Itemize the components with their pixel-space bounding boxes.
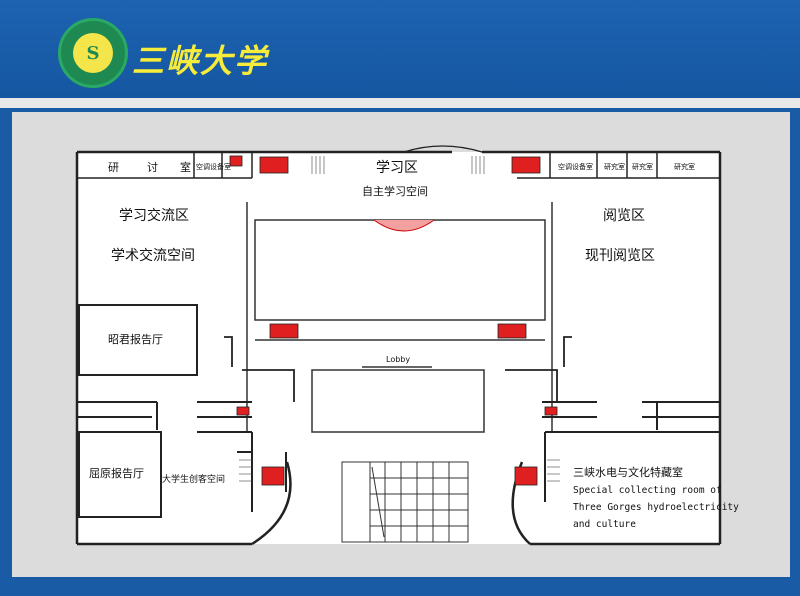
collection-room-en-3: and culture [573, 519, 636, 530]
header-bar: S 三峡大学 [0, 0, 800, 98]
research-room-label-2: 研究室 [632, 162, 653, 171]
reading-zone-title: 阅览区 [603, 208, 645, 224]
lobby-label: Lobby [386, 355, 410, 364]
collection-room-en-1: Special collecting room of [573, 485, 722, 496]
entrance-arc [403, 145, 483, 153]
header-divider [0, 98, 800, 108]
podium-seating [373, 219, 435, 232]
right-rooms [542, 401, 720, 502]
quyuan-hall-label: 屈原报告厅 [89, 466, 144, 480]
seminar-room-label-3: 室 [180, 160, 191, 174]
top-room-walls [77, 152, 720, 179]
collection-room-title: 三峡水电与文化特藏室 [573, 465, 683, 479]
floor-area [77, 152, 720, 544]
study-zone-title: 学习区 [376, 160, 418, 176]
research-room-label-3: 研究室 [674, 162, 695, 171]
equipment-room-left-label: 空调设备室 [196, 162, 231, 171]
equipment-room-right-label: 空调设备室 [558, 162, 593, 171]
floor-plan: 研 讨 室 空调设备室 空调设备室 研究室 研究室 研究室 学习区 自主学习空间… [75, 145, 739, 546]
left-rooms [77, 304, 287, 518]
university-title: 三峡大学 [132, 42, 269, 80]
side-wings [224, 336, 572, 402]
seminar-room-label-1: 研 [108, 161, 119, 174]
exchange-zone-title: 学习交流区 [119, 207, 189, 224]
zhaojun-hall-label: 昭君报告厅 [108, 332, 163, 346]
collection-room-en-2: Three Gorges hydroelectricity [573, 502, 739, 513]
seminar-room-label-2: 讨 [147, 161, 158, 174]
footer-bar [0, 577, 800, 596]
central-hall [246, 202, 553, 433]
floor-plan-panel: 研 讨 室 空调设备室 空调设备室 研究室 研究室 研究室 学习区 自主学习空间… [12, 112, 790, 577]
stairs [229, 155, 558, 486]
reading-zone-subtitle: 现刊阅览区 [585, 248, 655, 264]
study-zone-subtitle: 自主学习空间 [362, 184, 428, 198]
outer-walls [75, 150, 722, 546]
parking-grid [341, 461, 469, 543]
research-room-label-1: 研究室 [604, 162, 625, 171]
stair-treads [239, 156, 560, 482]
maker-space-label: 大学生创客空间 [162, 473, 225, 485]
exchange-zone-subtitle: 学术交流空间 [111, 247, 195, 264]
university-seal-icon: S [58, 18, 128, 88]
